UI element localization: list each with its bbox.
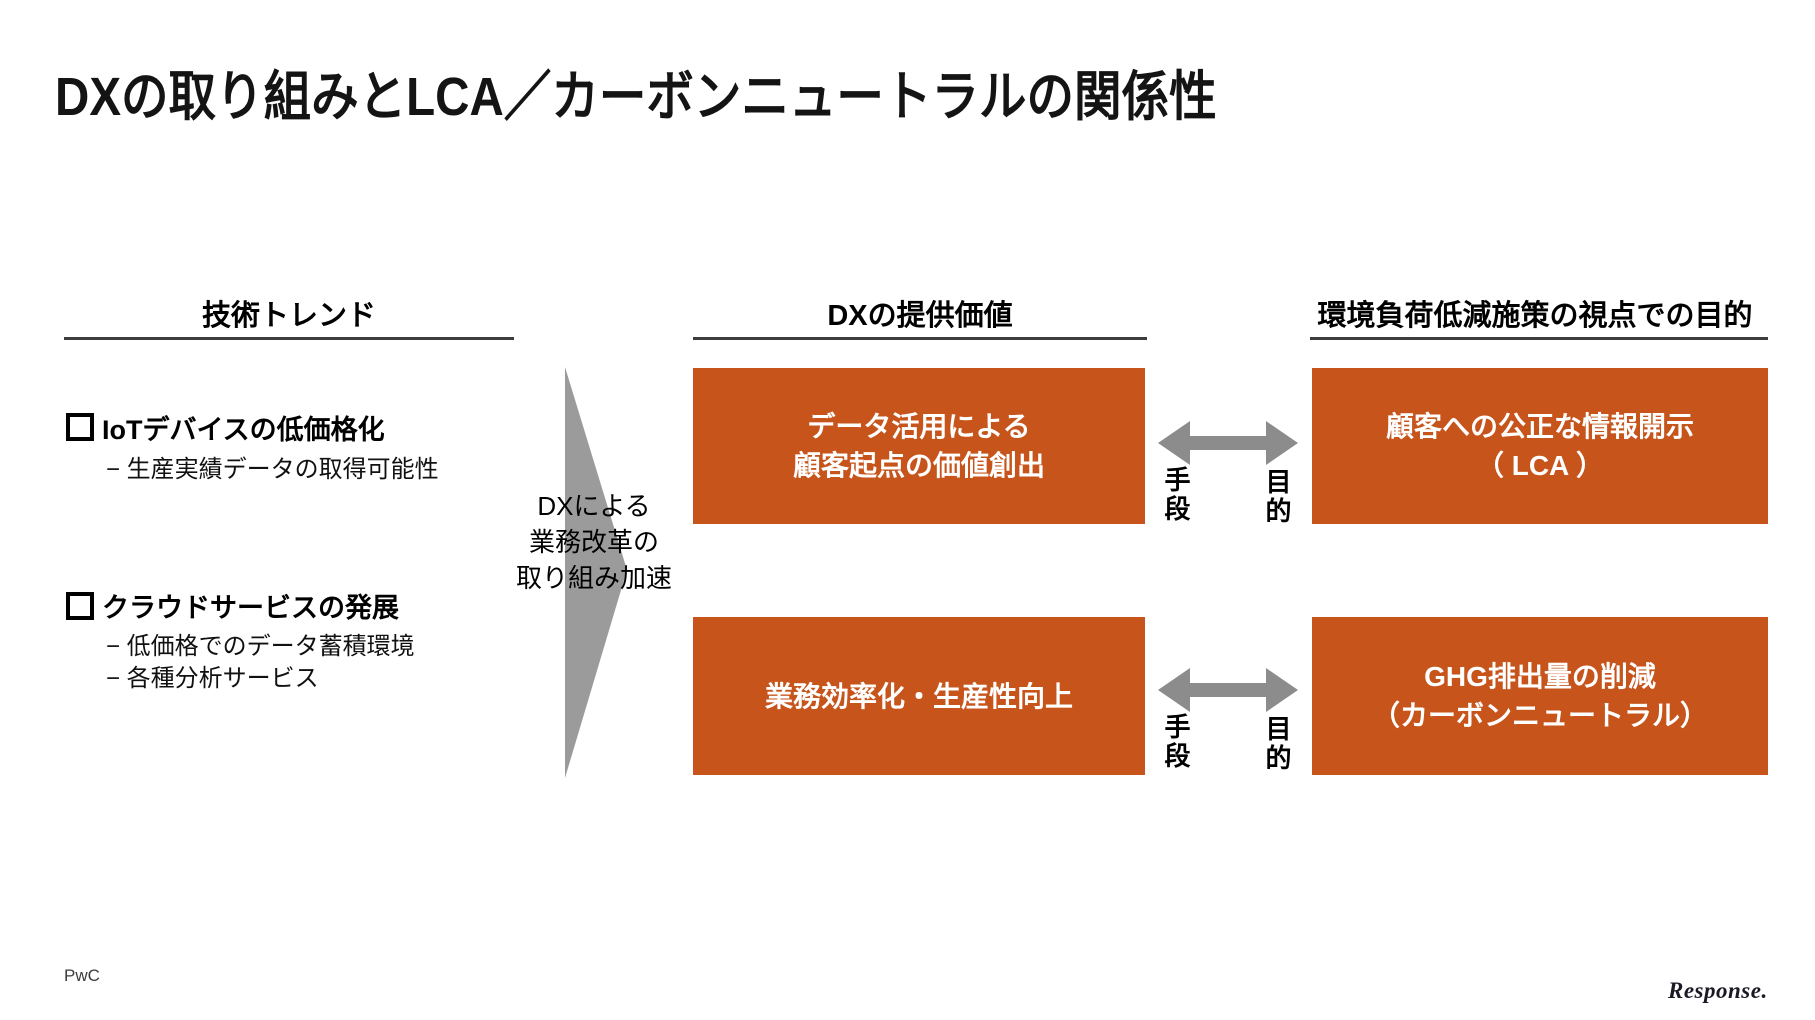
purpose-box-2-line: （カーボンニュートラル） <box>1371 700 1708 731</box>
column-header-purpose: 環境負荷低減施策の視点での目的 <box>1317 300 1753 332</box>
dx-value-box-1: データ活用による 顧客起点の価値創出 <box>693 368 1145 524</box>
triangle-label: DXによる 業務改革の 取り組み加速 <box>474 488 714 596</box>
purpose-box-1-line: 顧客への公正な情報開示 <box>1385 411 1694 442</box>
checkbox-square-icon <box>66 413 94 441</box>
column-header-dx-value: DXの提供価値 <box>827 300 1013 332</box>
dx-value-box-1-line: 顧客起点の価値創出 <box>792 450 1045 481</box>
dx-acceleration-triangle-shape <box>565 367 628 779</box>
trend-subitem: − 生産実績データの取得可能性 <box>106 456 439 483</box>
triangle-label-line: DXによる <box>537 491 651 521</box>
response-logo: Response. <box>1668 978 1768 1003</box>
double-arrow-icon <box>1158 421 1298 465</box>
checkbox-square-icon <box>66 592 94 620</box>
header-underline-left <box>64 337 514 340</box>
purpose-label: 目的 <box>1262 715 1292 773</box>
header-underline-right <box>1310 337 1768 340</box>
trend-subitem: − 各種分析サービス <box>106 665 319 692</box>
triangle-label-line: 業務改革の <box>528 527 659 557</box>
purpose-box-2-line: GHG排出量の削減 <box>1424 661 1656 692</box>
purpose-box-2: GHG排出量の削減 （カーボンニュートラル） <box>1312 617 1768 775</box>
dx-value-box-2-line: 業務効率化・生産性向上 <box>764 680 1073 712</box>
column-header-tech-trends: 技術トレンド <box>201 300 376 332</box>
trend-item-label: クラウドサービスの発展 <box>102 593 399 623</box>
purpose-box-1-line: （ LCA ） <box>1475 450 1605 481</box>
double-arrow-icon <box>1158 668 1298 712</box>
header-underline-middle <box>693 337 1147 340</box>
trend-item-label: IoTデバイスの低価格化 <box>102 415 385 445</box>
purpose-label: 目的 <box>1262 468 1292 526</box>
trend-subitem: − 低価格でのデータ蓄積環境 <box>106 633 415 660</box>
purpose-box-1: 顧客への公正な情報開示 （ LCA ） <box>1312 368 1768 524</box>
means-label: 手段 <box>1161 713 1191 771</box>
pwc-logo: PwC <box>64 966 100 985</box>
dx-value-box-1-line: データ活用による <box>807 411 1031 442</box>
dx-value-box-2: 業務効率化・生産性向上 <box>693 617 1145 775</box>
slide-title: DXの取り組みとLCA／カーボンニュートラルの関係性 <box>55 67 1217 127</box>
triangle-label-line: 取り組み加速 <box>515 563 672 593</box>
means-label: 手段 <box>1161 466 1191 524</box>
